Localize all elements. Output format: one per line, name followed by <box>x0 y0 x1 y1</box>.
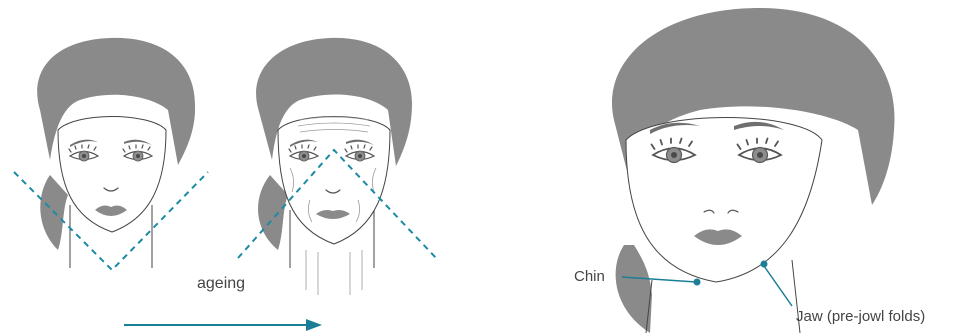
ageing-indicator: ageing <box>124 275 322 331</box>
face-aged <box>238 38 436 295</box>
jaw-label: Jaw (pre-jowl folds) <box>796 308 925 325</box>
face-outline-annotated <box>626 118 822 283</box>
chin-label: Chin <box>574 268 605 285</box>
face-annotated: Chin Jaw (pre-jowl folds) <box>574 8 925 333</box>
arrow-head-icon <box>306 319 322 331</box>
chin-marker <box>694 279 701 286</box>
ageing-label: ageing <box>197 275 245 292</box>
jaw-marker <box>761 261 768 268</box>
face-young <box>14 38 208 270</box>
jaw-callout-line <box>764 266 792 306</box>
face-outline-aged <box>278 117 390 245</box>
